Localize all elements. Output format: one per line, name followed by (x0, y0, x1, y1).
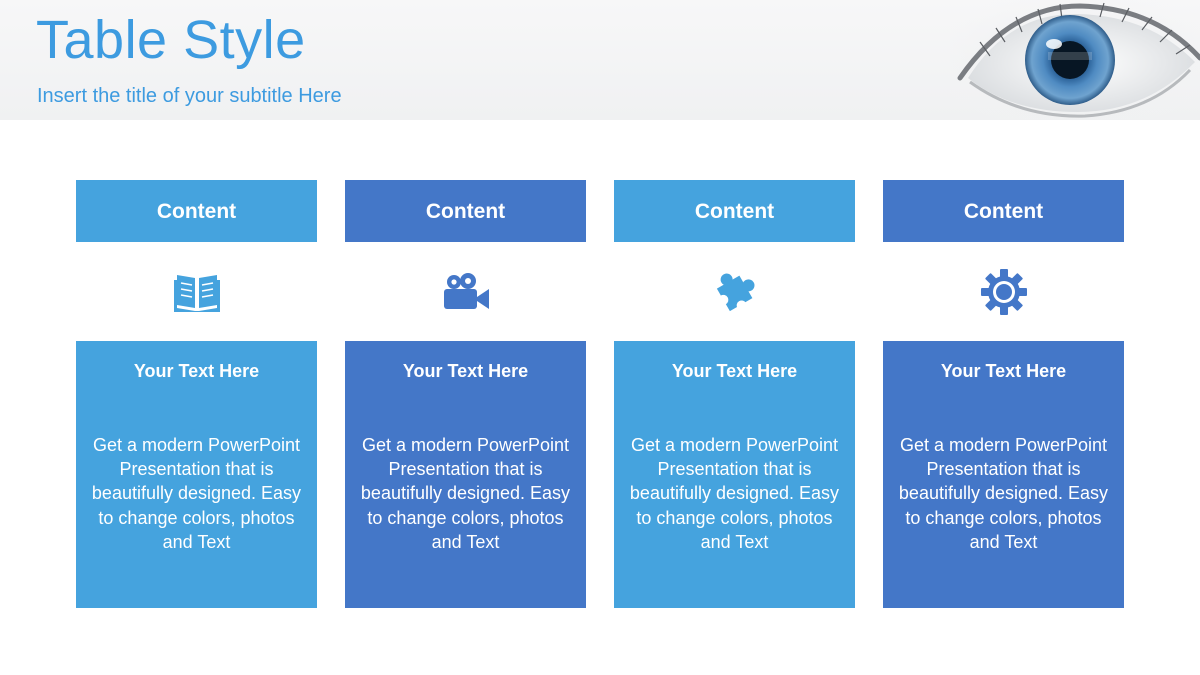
card-icon-box (347, 242, 584, 341)
card-header: Content (345, 180, 586, 242)
card-icon-box (885, 242, 1122, 341)
card-header: Content (614, 180, 855, 242)
card-body: Your Text Here Get a modern PowerPoint P… (345, 341, 586, 608)
slide-title: Table Style (36, 10, 306, 70)
card-heading: Your Text Here (133, 361, 260, 381)
card-header: Content (883, 180, 1124, 242)
video-camera-icon (441, 272, 491, 312)
card-3: Content Your Text Here Get a modern Powe… (614, 180, 855, 608)
card-text: Get a modern PowerPoint Presentation tha… (91, 435, 302, 552)
card-1: Content Your Text Here (76, 180, 317, 608)
header-banner: Table Style Insert the title of your sub… (0, 0, 1200, 120)
card-header: Content (76, 180, 317, 242)
slide-subtitle: Insert the title of your subtitle Here (37, 85, 342, 107)
card-icon-box (78, 242, 315, 341)
card-text: Get a modern PowerPoint Presentation tha… (360, 435, 571, 552)
book-icon (173, 271, 220, 313)
card-heading: Your Text Here (940, 361, 1067, 381)
card-2: Content Your Text Here Get a modern Powe… (345, 180, 586, 608)
gear-icon (980, 268, 1028, 316)
card-text: Get a modern PowerPoint Presentation tha… (629, 435, 840, 552)
card-body: Your Text Here Get a modern PowerPoint P… (614, 341, 855, 608)
card-heading: Your Text Here (671, 361, 798, 381)
puzzle-piece-icon (712, 268, 758, 316)
card-body: Your Text Here Get a modern PowerPoint P… (883, 341, 1124, 608)
card-icon-box (616, 242, 853, 341)
card-4: Content (883, 180, 1124, 608)
card-heading: Your Text Here (402, 361, 529, 381)
card-text: Get a modern PowerPoint Presentation tha… (898, 435, 1109, 552)
card-body: Your Text Here Get a modern PowerPoint P… (76, 341, 317, 608)
eye-image (950, 0, 1200, 120)
